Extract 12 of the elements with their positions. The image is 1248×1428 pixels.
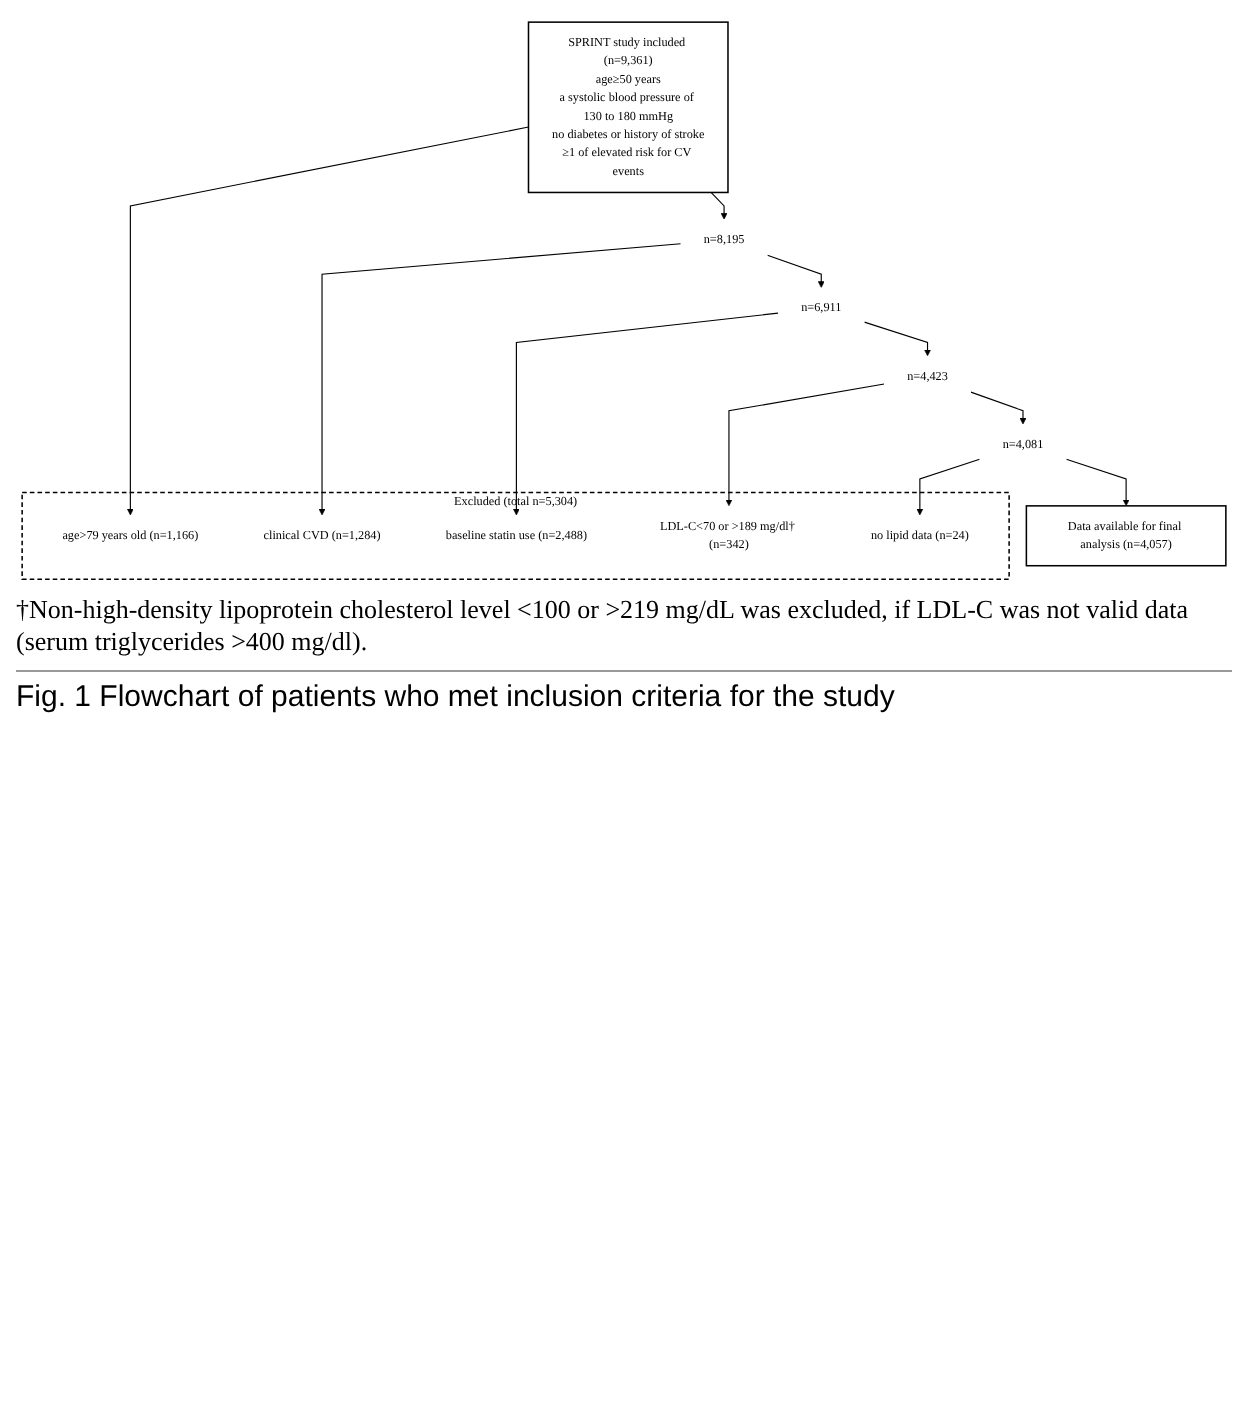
arrow	[766, 254, 825, 288]
arrow	[710, 191, 728, 220]
figure-caption: Fig. 1 Flowchart of patients who met inclusion criteria for the study	[16, 669, 1232, 714]
arrow	[916, 458, 981, 516]
arrow	[725, 383, 885, 507]
arrow	[127, 126, 530, 516]
arrow	[318, 243, 682, 516]
arrow	[513, 312, 779, 516]
arrow	[1065, 458, 1130, 507]
footnote: †Non-high-density lipoprotein cholesterol level <100 or >219 mg/dL was excluded, if LDL-C was not valid data (serum triglycerides >400 mg/dl).	[16, 593, 1191, 658]
arrow	[863, 321, 931, 357]
arrow	[970, 391, 1027, 425]
